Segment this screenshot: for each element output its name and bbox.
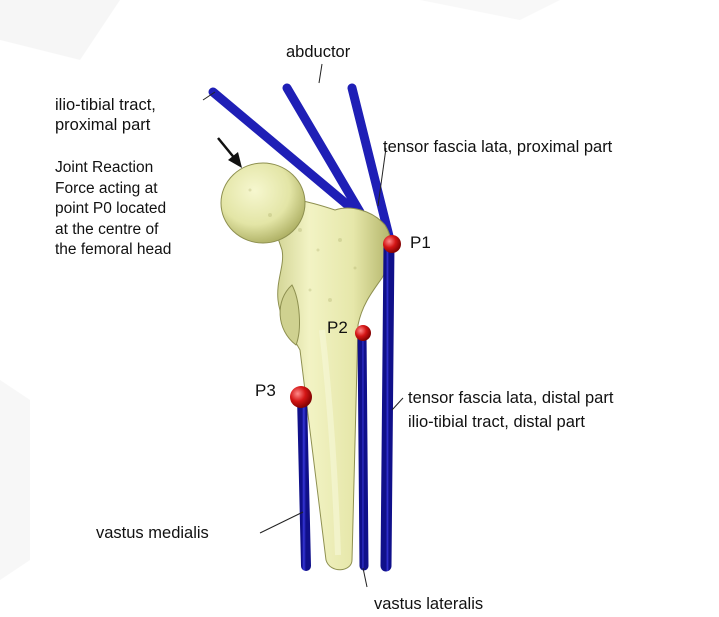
point-p3-marker — [290, 386, 312, 408]
joint-reaction-line-2: Force acting at — [55, 179, 171, 200]
label-ilio-tibial-distal: ilio-tibial tract, distal part — [408, 412, 585, 432]
label-ilio-tibial-proximal-line-1: ilio-tibial tract, — [55, 95, 156, 115]
label-point-p2: P2 — [327, 318, 348, 338]
abductor-leader — [319, 64, 322, 83]
joint-reaction-arrow — [218, 138, 242, 168]
label-vastus-medialis: vastus medialis — [96, 523, 209, 543]
label-joint-reaction-force: Joint Reaction Force acting at point P0 … — [55, 158, 171, 261]
label-ilio-tibial-proximal: ilio-tibial tract, proximal part — [55, 95, 156, 135]
label-abductor: abductor — [286, 42, 350, 62]
label-tensor-fascia-lata-proximal: tensor fascia lata, proximal part — [383, 137, 612, 157]
tensor-distal-leader — [392, 398, 403, 410]
point-p1-marker — [383, 235, 401, 253]
label-point-p1: P1 — [410, 233, 431, 253]
joint-reaction-line-3: point P0 located — [55, 199, 171, 220]
vastus-lateralis-line — [362, 332, 364, 566]
point-p2-marker — [355, 325, 371, 341]
vastus-medialis-line — [302, 397, 306, 566]
joint-reaction-line-1: Joint Reaction — [55, 158, 171, 179]
joint-reaction-line-4: at the centre of — [55, 220, 171, 241]
vastus-medialis-leader — [260, 512, 303, 533]
label-ilio-tibial-proximal-line-2: proximal part — [55, 115, 156, 135]
femoral-head — [221, 163, 305, 243]
label-point-p3: P3 — [255, 381, 276, 401]
joint-reaction-line-5: the femoral head — [55, 240, 171, 261]
tensor-fascia-lata-distal-line — [386, 244, 389, 566]
vastus-lateralis-leader — [363, 568, 367, 587]
label-vastus-lateralis: vastus lateralis — [374, 594, 483, 614]
label-tensor-fascia-lata-distal: tensor fascia lata, distal part — [408, 388, 613, 408]
